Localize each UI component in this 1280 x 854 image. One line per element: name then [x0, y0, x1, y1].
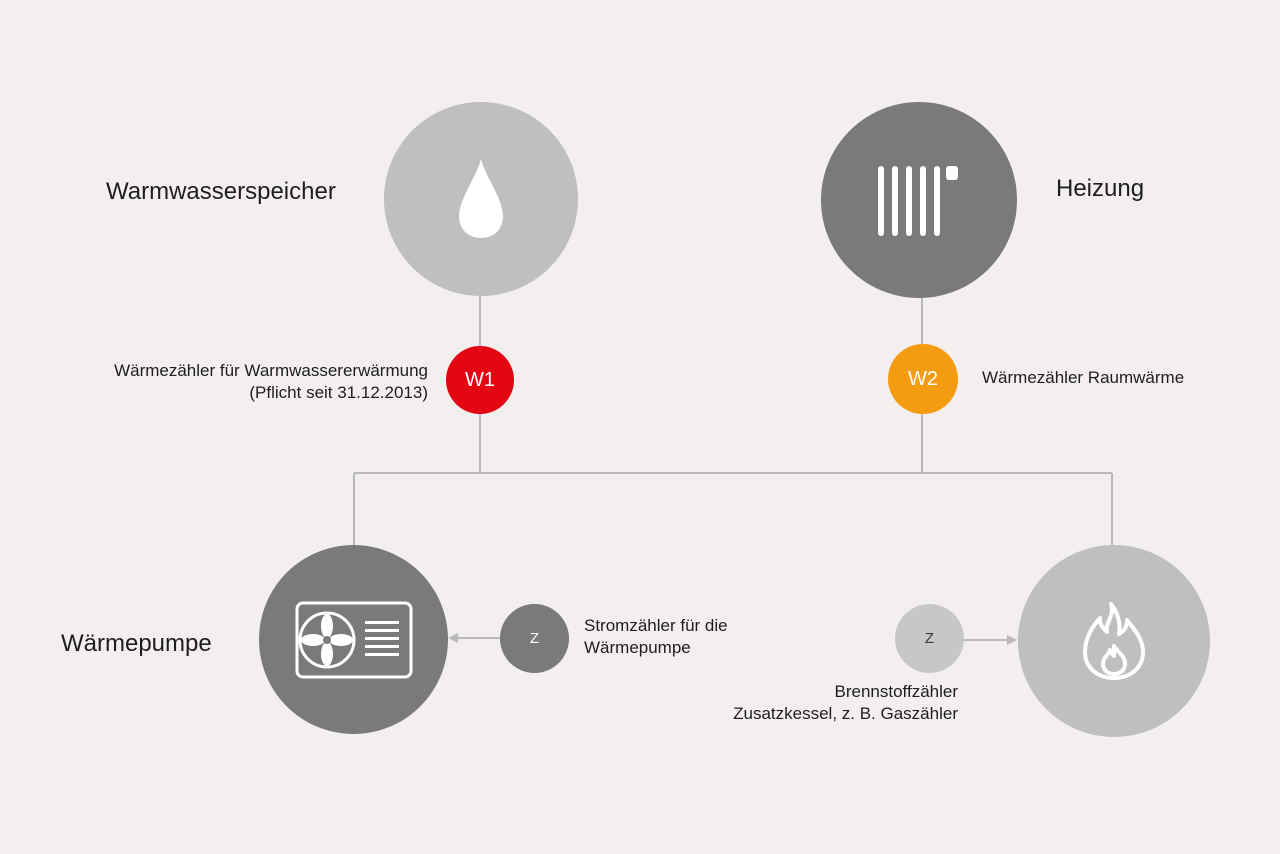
- meter-z1: Z: [500, 604, 569, 673]
- heat-pump-node: [259, 545, 448, 734]
- meter-w1-label: Wärmezähler für Warmwassererwärmung (Pfl…: [114, 360, 428, 404]
- radiator-icon: [878, 166, 958, 236]
- heat-pump-label: Wärmepumpe: [61, 630, 212, 657]
- meter-z2-label-line1: Brennstoffzähler: [834, 682, 958, 701]
- meter-w2-label: Wärmezähler Raumwärme: [982, 368, 1185, 387]
- meter-w2: W2: [888, 344, 958, 414]
- meter-w1: W1: [446, 346, 514, 414]
- water-drop-icon: [459, 159, 503, 238]
- meter-z2: Z: [895, 604, 964, 673]
- boiler-node: [1018, 545, 1210, 737]
- meter-z1-label: Stromzähler für die Wärmepumpe: [584, 615, 728, 659]
- heating-label: Heizung: [1056, 175, 1145, 202]
- meter-z2-label-line2: Zusatzkessel, z. B. Gaszähler: [733, 704, 958, 723]
- meter-z1-label-line2: Wärmepumpe: [584, 638, 691, 657]
- water-storage-label: Warmwasserspeicher: [106, 178, 336, 205]
- water-storage-node: [384, 102, 578, 296]
- meter-w1-label-line2: (Pflicht seit 31.12.2013): [249, 383, 428, 402]
- arrow-head-left: [448, 633, 458, 643]
- arrow-head-right: [1007, 635, 1017, 645]
- heating-node: [821, 102, 1017, 298]
- meter-z1-label-line1: Stromzähler für die: [584, 616, 728, 635]
- flame-icon: [1083, 602, 1145, 680]
- meter-w1-label-line1: Wärmezähler für Warmwassererwärmung: [114, 361, 428, 380]
- meter-z2-label: Brennstoffzähler Zusatzkessel, z. B. Gas…: [733, 681, 958, 725]
- heat-pump-fan-icon: [295, 601, 412, 678]
